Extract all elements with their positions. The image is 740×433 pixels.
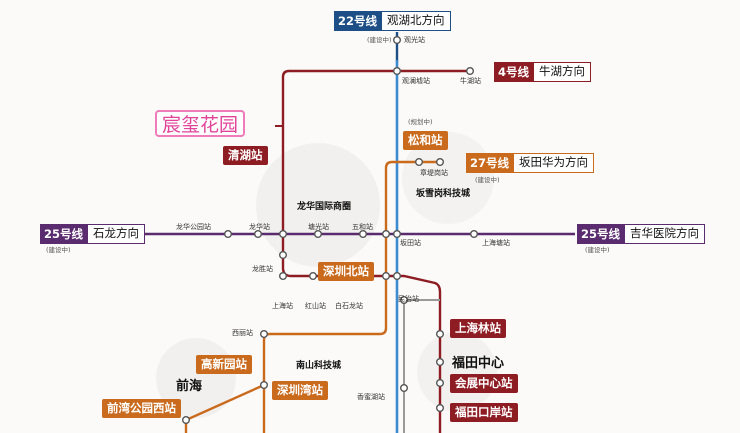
station-markers <box>181 36 479 425</box>
line-27-tag: 27号线 坂田华为方向 <box>466 153 595 173</box>
station-label: 章堤岗站 <box>420 169 448 177</box>
station-label: 红山站 <box>305 302 326 310</box>
station-label: 观澜墟站 <box>402 77 430 85</box>
station-shanghailin: 上海林站 <box>450 319 506 338</box>
station-label: 民治站 <box>398 295 419 303</box>
station-label: 牛湖站 <box>460 77 481 85</box>
station-label: 上海站 <box>272 302 293 310</box>
station-label: 坂田站 <box>400 239 421 247</box>
station-label: 上海塘站 <box>482 239 510 247</box>
station-label: 香蜜湖站 <box>357 393 385 401</box>
area-halo <box>417 332 497 412</box>
station-futiankouan: 福田口岸站 <box>450 403 518 422</box>
station-label: 龙华站 <box>249 223 270 231</box>
line-25-west-tag: 25号线 石龙方向 <box>40 224 146 244</box>
station-huizhan: 会展中心站 <box>450 374 518 393</box>
area-nanshan: 南山科技城 <box>296 361 342 371</box>
station-label: 西丽站 <box>232 329 253 337</box>
station-shenzhenwan: 深圳湾站 <box>272 381 328 400</box>
line-22-tag: 22号线 观湖北方向 <box>334 11 451 31</box>
station-shenzhenbei: 深圳北站 <box>318 262 374 281</box>
station-songhe: 松和站 <box>403 131 448 150</box>
area-bantian: 坂雪岗科技城 <box>416 189 471 199</box>
line-27-planning-note: (规划中) <box>408 118 433 126</box>
area-qianhai: 前海 <box>176 379 203 394</box>
area-longhua: 龙华国际商圈 <box>297 202 352 212</box>
station-label: 塘光站 <box>308 223 329 231</box>
line-25-west-note: (建设中) <box>46 246 71 254</box>
line-27-note: (建设中) <box>475 176 500 184</box>
line-4-tag: 4号线 牛湖方向 <box>494 62 592 82</box>
area-futian: 福田中心 <box>452 356 505 371</box>
station-qianwan: 前湾公园西站 <box>102 399 181 418</box>
station-qinghu: 清湖站 <box>223 146 268 165</box>
line-22-note: (建设中) <box>367 36 392 44</box>
line-25-east-tag: 25号线 吉华医院方向 <box>577 224 706 244</box>
project-name: 宸玺花园 <box>155 110 246 137</box>
area-halo <box>256 143 380 267</box>
line-25-east-note: (建设中) <box>585 246 610 254</box>
station-label: 白石龙站 <box>335 302 363 310</box>
station-gaoxinyuan: 高新园站 <box>196 355 252 374</box>
station-label: 五和站 <box>352 223 373 231</box>
station-label: 观光站 <box>404 36 425 44</box>
station-label: 龙胜站 <box>252 265 273 273</box>
station-label: 龙华公园站 <box>176 223 211 231</box>
